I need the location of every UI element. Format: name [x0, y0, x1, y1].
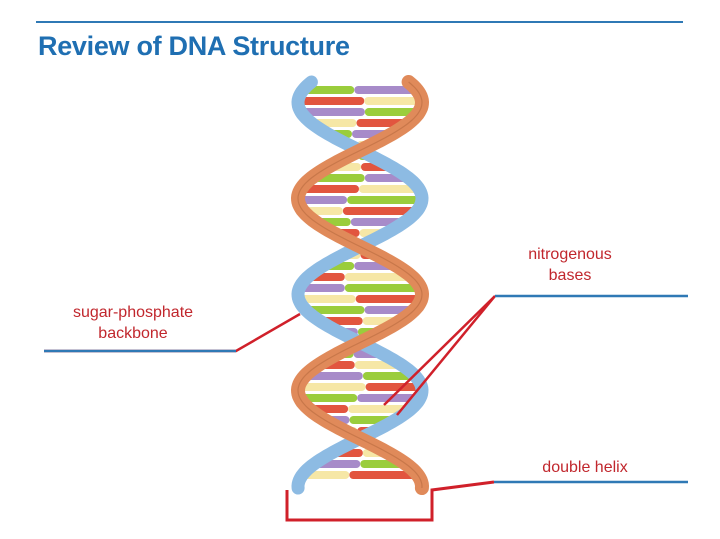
base-pair-segment: [364, 108, 419, 116]
base-pair-segment: [344, 273, 413, 281]
backbone-strand-edge: [297, 81, 423, 489]
base-pair-segment: [298, 295, 356, 303]
base-pair-segment: [359, 185, 420, 193]
base-pair-segment: [303, 86, 355, 94]
base-pair-segment: [304, 372, 363, 380]
nitrogenous-pointer-1: [383, 295, 496, 406]
base-pair-segment: [348, 405, 411, 413]
base-pair-segment: [301, 108, 365, 116]
leader-lines: [44, 294, 688, 522]
base-pair-segment: [362, 372, 416, 380]
nitrogenous-label-line1: nitrogenous: [528, 246, 612, 263]
base-pair-segment: [298, 383, 366, 391]
base-pair-segment: [298, 97, 365, 105]
double-helix-label: double helix: [542, 459, 628, 476]
base-pair-segment: [355, 295, 422, 303]
base-pair-segment: [342, 207, 417, 215]
dna-helix-icon: [290, 75, 430, 495]
base-pair-segment: [299, 284, 345, 292]
base-pair-segment: [299, 394, 358, 402]
nitrogenous-bases-label: nitrogenous bases: [515, 244, 625, 286]
nitrogenous-label-line2: bases: [548, 267, 592, 284]
base-pair-segment: [364, 97, 422, 105]
base-pair-segment: [357, 394, 421, 402]
sugar-phosphate-label: sugar-phosphate backbone: [58, 302, 208, 344]
nitrogenous-pointer-2: [396, 295, 496, 416]
base-pair-segment: [298, 196, 348, 204]
top-rule: [36, 21, 683, 23]
base-pair-segment: [344, 284, 421, 292]
base-pair-segment: [354, 86, 417, 94]
sugar-phosphate-label-line1: sugar-phosphate: [72, 304, 194, 321]
base-pair-segment: [302, 471, 350, 479]
base-pair-segment: [301, 185, 359, 193]
base-pair-segment: [349, 471, 418, 479]
sugar-phosphate-label-line2: backbone: [98, 325, 168, 342]
double-helix-bracket: [285, 480, 495, 522]
base-pair-segment: [347, 196, 422, 204]
page-title: Review of DNA Structure: [38, 31, 350, 61]
base-pair-segment: [365, 383, 422, 391]
base-pair-segment: [305, 306, 365, 314]
